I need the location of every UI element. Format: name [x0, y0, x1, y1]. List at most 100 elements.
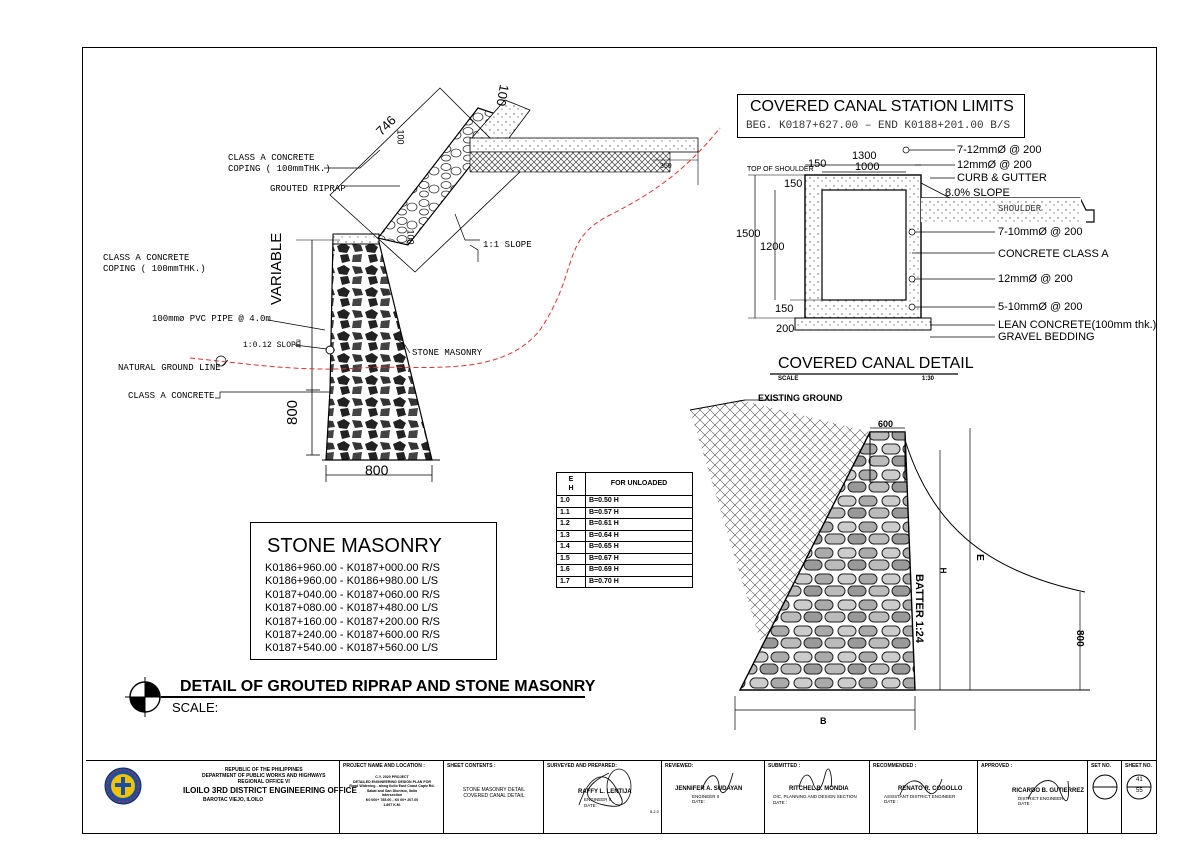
sheet-no-circle — [1126, 774, 1152, 800]
tb-office-name: ILOILO 3RD DISTRICT ENGINEERING OFFICE — [183, 786, 357, 795]
tb-sheet-contents-head: SHEET CONTENTS : — [447, 763, 496, 769]
callout-lean-concrete: LEAN CONCRETE(100mm thk.) — [998, 319, 1157, 331]
tb-recommended-name: RENATO R. COGOLLO — [898, 786, 963, 792]
canal-limits-stations: BEG. K0187+627.00 – END K0188+201.00 B/S — [746, 120, 1011, 132]
tb-sheet-no: 41 — [1136, 777, 1143, 783]
label-b: B — [820, 716, 827, 726]
tb-reviewed-head: REVIEWED: — [665, 763, 694, 769]
title-block: REPUBLIC OF THE PHILIPPINES DEPARTMENT O… — [86, 760, 1156, 833]
callout-7-10mm: 7-10mmØ @ 200 — [998, 226, 1083, 238]
tb-sheet-no-cell: SHEET NO. 41 55 — [1122, 761, 1156, 833]
tb-recommended-date: DATE : — [884, 799, 899, 804]
signature-submitted — [798, 768, 832, 791]
label-existing-ground: EXISTING GROUND — [758, 393, 843, 403]
callout-12mm-side: 12mmØ @ 200 — [998, 273, 1073, 285]
callout-7-12mm: 7-12mmØ @ 200 — [957, 144, 1042, 156]
callout-5-10mm: 5-10mmØ @ 200 — [998, 301, 1083, 313]
dim-1300: 1300 — [852, 150, 877, 162]
stone-masonry-title: STONE MASONRY — [267, 535, 442, 557]
tb-submitted-role: OIC, PLANNING AND DESIGN SECTION — [773, 794, 857, 799]
tb-set-no-head: SET NO. — [1091, 763, 1112, 769]
list-item: K0187+540.00 - K0187+560.00 L/S — [265, 642, 439, 655]
dim-150-top: 150 — [808, 158, 827, 170]
signature-approved — [1027, 780, 1069, 802]
dim-150-bottom: 150 — [775, 303, 794, 315]
tb-approved-head: APPROVED : — [981, 763, 1013, 769]
tb-submitted-head: SUBMITTED : — [768, 763, 801, 769]
label-h: H — [938, 567, 948, 574]
tb-office-address: BAROTAC VIEJO, ILOILO — [203, 797, 264, 803]
canal-detail-scale-value: 1:30 — [922, 376, 935, 382]
list-item: K0186+960.00 - K0186+980.00 L/S — [265, 575, 439, 588]
canal-detail-scale-label: SCALE — [778, 376, 799, 382]
tb-approved-date: DATE : — [1018, 801, 1033, 806]
signature-reviewed — [701, 772, 734, 794]
set-no-circle — [1092, 774, 1118, 800]
list-item: K0187+040.00 - K0187+060.00 R/S — [265, 588, 440, 601]
label-slope-1-1: 1:1 SLOPE — [483, 240, 532, 250]
list-item: K0187+080.00 - K0187+480.00 L/S — [265, 602, 439, 615]
callout-curb-gutter: CURB & GUTTER — [957, 172, 1047, 184]
tb-surveyed-name: RAFFY L. LENTIJA — [578, 789, 632, 795]
tb-recommended-head: RECOMMENDED : — [873, 763, 917, 769]
tb-recommended-role: ASSISTANT DISTRICT ENGINEER — [884, 794, 956, 799]
label-e: E — [973, 554, 985, 561]
label-coping-left: CLASS A CONCRETE COPING ( 100mmTHK.) — [103, 253, 206, 274]
dim-600: 600 — [878, 419, 894, 429]
tb-project-head: PROJECT NAME AND LOCATION : — [343, 763, 425, 769]
callout-concrete-class-a: CONCRETE CLASS A — [998, 248, 1109, 260]
dim-150-left: 150 — [784, 178, 803, 190]
callout-slope: 8.0% SLOPE — [945, 187, 1010, 199]
label-natural-ground-line: NATURAL GROUND LINE — [118, 363, 221, 373]
label-class-a-concrete: CLASS A CONCRETE — [128, 391, 215, 401]
tb-reviewed-role: ENGINEER II — [692, 794, 720, 799]
dpwh-logo-icon — [104, 767, 142, 805]
dim-200: 200 — [776, 323, 795, 335]
canal-limits-title: COVERED CANAL STATION LIMITS — [750, 98, 1014, 115]
tb-agency-cell: REPUBLIC OF THE PHILIPPINES DEPARTMENT O… — [86, 761, 357, 833]
tb-submitted-cell: SUBMITTED : RITCHEL B. MONDIA OIC, PLANN… — [765, 761, 870, 833]
tb-sheet-total: 55 — [1136, 788, 1143, 794]
stone-masonry-box: STONE MASONRY K0186+960.00 - K0187+000.0… — [250, 522, 497, 660]
label-batter: BATTER 1:24 — [913, 574, 925, 643]
label-coping-top: CLASS A CONCRETE COPING ( 100mmTHK.) — [228, 153, 331, 174]
tb-approved-role: DISTRICT ENGINEER — [1018, 796, 1064, 801]
stone-masonry-station-list: K0186+960.00 - K0187+000.00 R/S K0186+96… — [265, 562, 440, 656]
label-grouted-riprap: GROUTED RIPRAP — [270, 184, 346, 194]
dim-800-wall: 800 — [1074, 630, 1085, 647]
list-item: K0187+240.00 - K0187+600.00 R/S — [265, 629, 440, 642]
label-slope-0-12: 1:0.12 SLOPE — [243, 341, 301, 350]
signature-recommended — [899, 778, 943, 796]
canal-station-limits-box: COVERED CANAL STATION LIMITS BEG. K0187+… — [737, 94, 1025, 138]
drawing-sheet-border — [82, 47, 1157, 834]
label-pvc-pipe: 100mmø PVC PIPE @ 4.0m — [152, 314, 271, 324]
tb-reviewed-name: JENNIFER A. SUDAYAN — [675, 786, 743, 792]
tb-agency-text: REPUBLIC OF THE PHILIPPINES DEPARTMENT O… — [202, 767, 326, 785]
callout-gravel-bedding: GRAVEL BEDDING — [998, 331, 1095, 343]
tb-project-cell: PROJECT NAME AND LOCATION : C.Y. 2020 PR… — [340, 761, 444, 833]
tb-surveyed-code: 8.2.0 — [650, 809, 659, 814]
tb-submitted-date: DATE : — [773, 800, 788, 805]
dim-1200: 1200 — [760, 241, 785, 253]
list-item: K0186+960.00 - K0187+000.00 R/S — [265, 562, 440, 574]
tb-sheet-no-head: SHEET NO. — [1125, 763, 1152, 769]
tb-surveyed-date: DATE: — [584, 803, 597, 808]
tb-surveyed-cell: SURVEYED AND PREPARED: RAFFY L. LENTIJA … — [544, 761, 662, 833]
tb-recommended-cell: RECOMMENDED : RENATO R. COGOLLO ASSISTAN… — [870, 761, 978, 833]
tb-sheet-contents-cell: SHEET CONTENTS : STONE MASONRY DETAIL CO… — [444, 761, 544, 833]
tb-approved-name: RICARDO B. GUTIERREZ — [1012, 788, 1084, 794]
tb-surveyed-head: SURVEYED AND PREPARED: — [547, 763, 617, 769]
callout-12mm-top: 12mmØ @ 200 — [957, 159, 1032, 171]
dim-800-base: 800 — [365, 462, 389, 478]
tb-project-lines: C.Y. 2020 PROJECT DETAILED ENGINEERING D… — [349, 775, 435, 807]
detail-title-graphic — [125, 677, 585, 717]
list-item: K0187+160.00 - K0187+200.00 R/S — [265, 615, 440, 628]
